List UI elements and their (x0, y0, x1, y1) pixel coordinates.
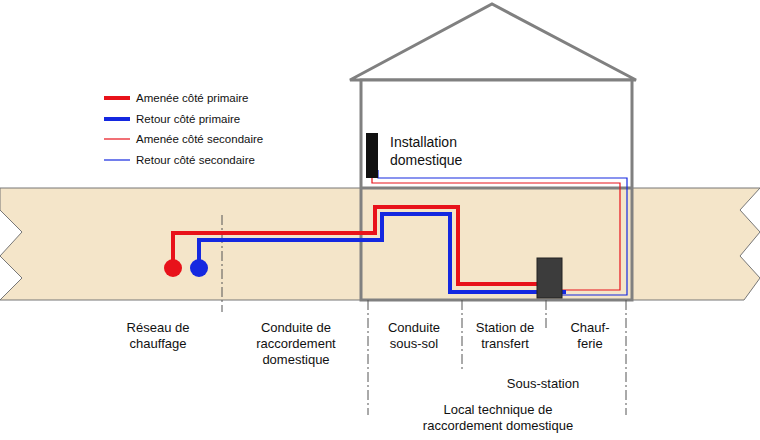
section-label: Conduite de raccordement domestique (231, 320, 361, 368)
transfer-station (537, 258, 562, 298)
roof (350, 4, 636, 80)
return-main (190, 259, 208, 277)
secondary-return (378, 170, 627, 295)
legend-entry: Retour côté secondaire (104, 154, 255, 166)
installation-symbol (366, 133, 378, 178)
floor-line (361, 187, 632, 190)
legend-text: Amenée côté secondaire (136, 133, 263, 145)
legend-entry: Retour côté primaire (104, 113, 240, 125)
section-label: Réseau de chauffage (108, 320, 208, 352)
section-label: Chauf- ferie (568, 320, 612, 352)
section-dividers (222, 215, 626, 415)
legend-line-sample (104, 134, 130, 144)
section-label: Conduite sous-sol (371, 320, 457, 352)
equipment-box: Installation domestique (366, 133, 378, 178)
primary-return (199, 214, 566, 292)
legend-line-sample (104, 155, 130, 165)
section-label: Local technique de raccordement domestiq… (408, 402, 588, 434)
legend-entry: Amenée côté secondaire (104, 133, 263, 145)
upper-floor (361, 80, 632, 188)
secondary-supply (372, 178, 620, 290)
ground-band (0, 188, 760, 300)
legend-text: Amenée côté primaire (136, 92, 249, 104)
supply-main (164, 259, 182, 277)
primary-supply (173, 207, 540, 284)
section-label: Sous-station (488, 376, 598, 392)
legend-entry: Amenée côté primaire (104, 92, 249, 104)
section-label: Station de transfert (463, 320, 547, 352)
legend-line-sample (104, 93, 130, 103)
equipment-label: Installation domestique (390, 133, 490, 169)
legend-line-sample (104, 114, 130, 124)
legend-text: Retour côté primaire (136, 113, 240, 125)
house-walls (361, 80, 632, 300)
legend-text: Retour côté secondaire (136, 154, 255, 166)
